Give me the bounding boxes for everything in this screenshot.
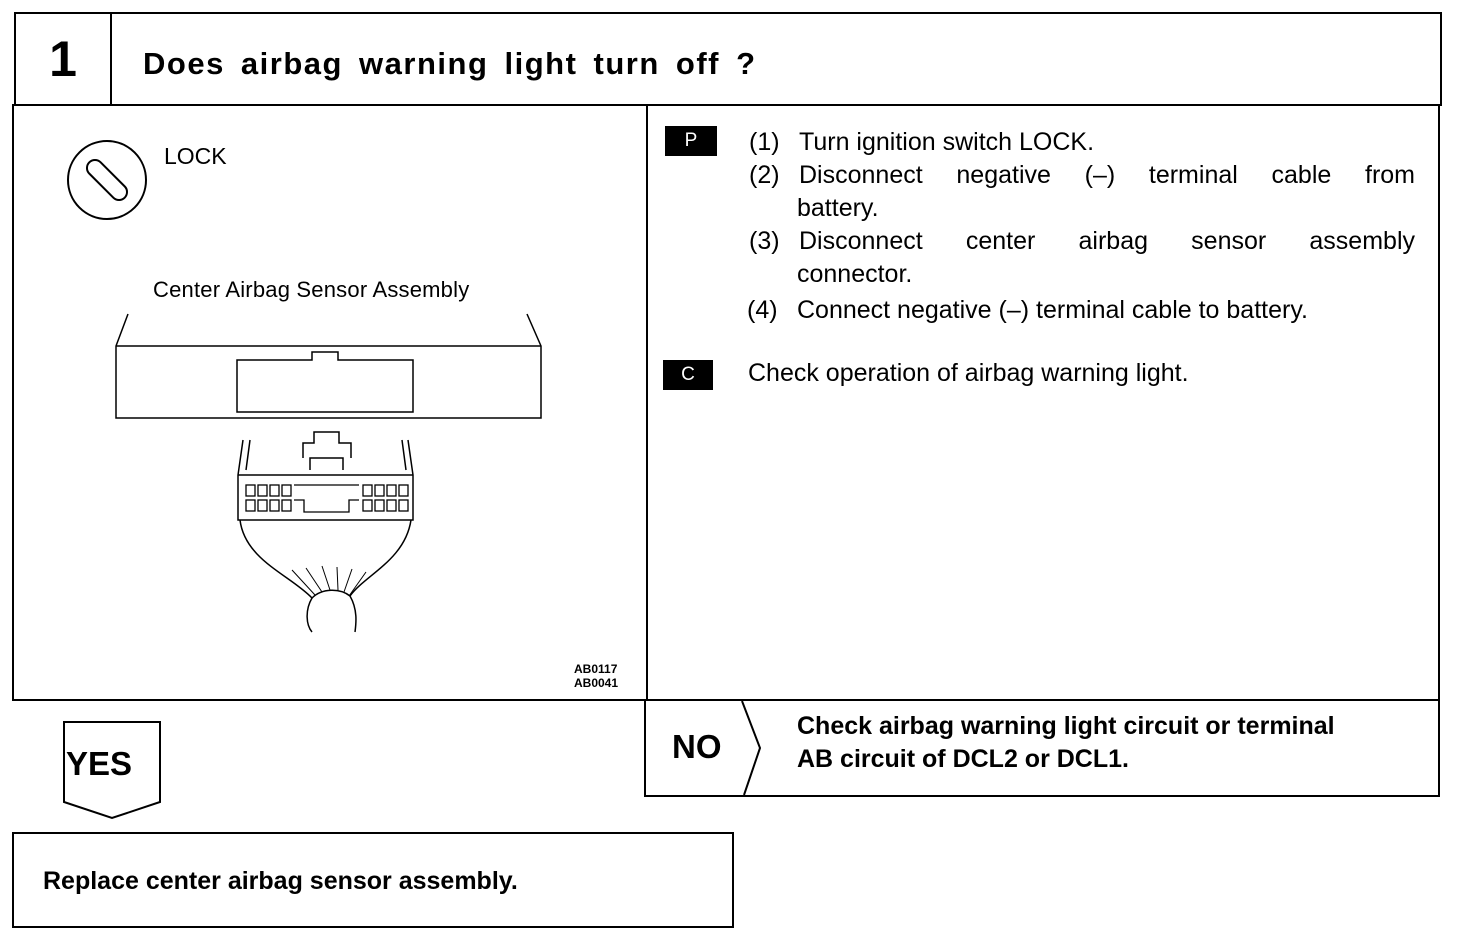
figure-code: AB0117 bbox=[574, 662, 618, 676]
no-action-text: Check airbag warning light circuit or te… bbox=[797, 712, 1335, 740]
step-number-label: (1) bbox=[749, 128, 780, 156]
step-number: 1 bbox=[49, 31, 77, 87]
no-action-text-continued: AB circuit of DCL2 or DCL1. bbox=[797, 745, 1129, 773]
check-tag: C bbox=[663, 360, 713, 390]
assembly-label: Center Airbag Sensor Assembly bbox=[153, 277, 470, 302]
no-result-box bbox=[644, 699, 1440, 797]
yes-arrow-shape bbox=[63, 721, 161, 820]
step-text: Connect negative (–) terminal cable to b… bbox=[797, 296, 1308, 324]
yes-action-text: Replace center airbag sensor assembly. bbox=[43, 867, 518, 895]
step-header bbox=[14, 12, 1442, 106]
lock-label: LOCK bbox=[164, 143, 227, 169]
step-number-label: (3) bbox=[749, 227, 780, 255]
yes-result-box bbox=[12, 832, 734, 928]
prepare-tag: P bbox=[665, 126, 717, 156]
step-text: Disconnect center airbag sensor assembly bbox=[799, 227, 1415, 255]
check-text: Check operation of airbag warning light. bbox=[748, 359, 1189, 387]
ignition-lock-icon bbox=[67, 140, 147, 220]
step-number-label: (4) bbox=[747, 296, 778, 324]
step-question: Does airbag warning light turn off ? bbox=[143, 46, 757, 81]
step-text: Turn ignition switch LOCK. bbox=[799, 128, 1095, 156]
yes-label: YES bbox=[66, 745, 133, 782]
sensor-assembly-drawing bbox=[115, 313, 542, 419]
connector-plug-drawing bbox=[237, 431, 414, 633]
step-text: Disconnect negative (–) terminal cable f… bbox=[799, 161, 1415, 189]
no-divider-chevron bbox=[741, 700, 762, 796]
step-text-continued: connector. bbox=[797, 260, 913, 288]
no-label: NO bbox=[672, 728, 722, 765]
step-text-continued: battery. bbox=[797, 194, 879, 222]
step-number-cell bbox=[14, 12, 112, 106]
procedure-panel bbox=[646, 104, 1440, 701]
illustration-panel bbox=[12, 104, 648, 701]
step-number-label: (2) bbox=[749, 161, 780, 189]
figure-code: AB0041 bbox=[574, 676, 619, 690]
